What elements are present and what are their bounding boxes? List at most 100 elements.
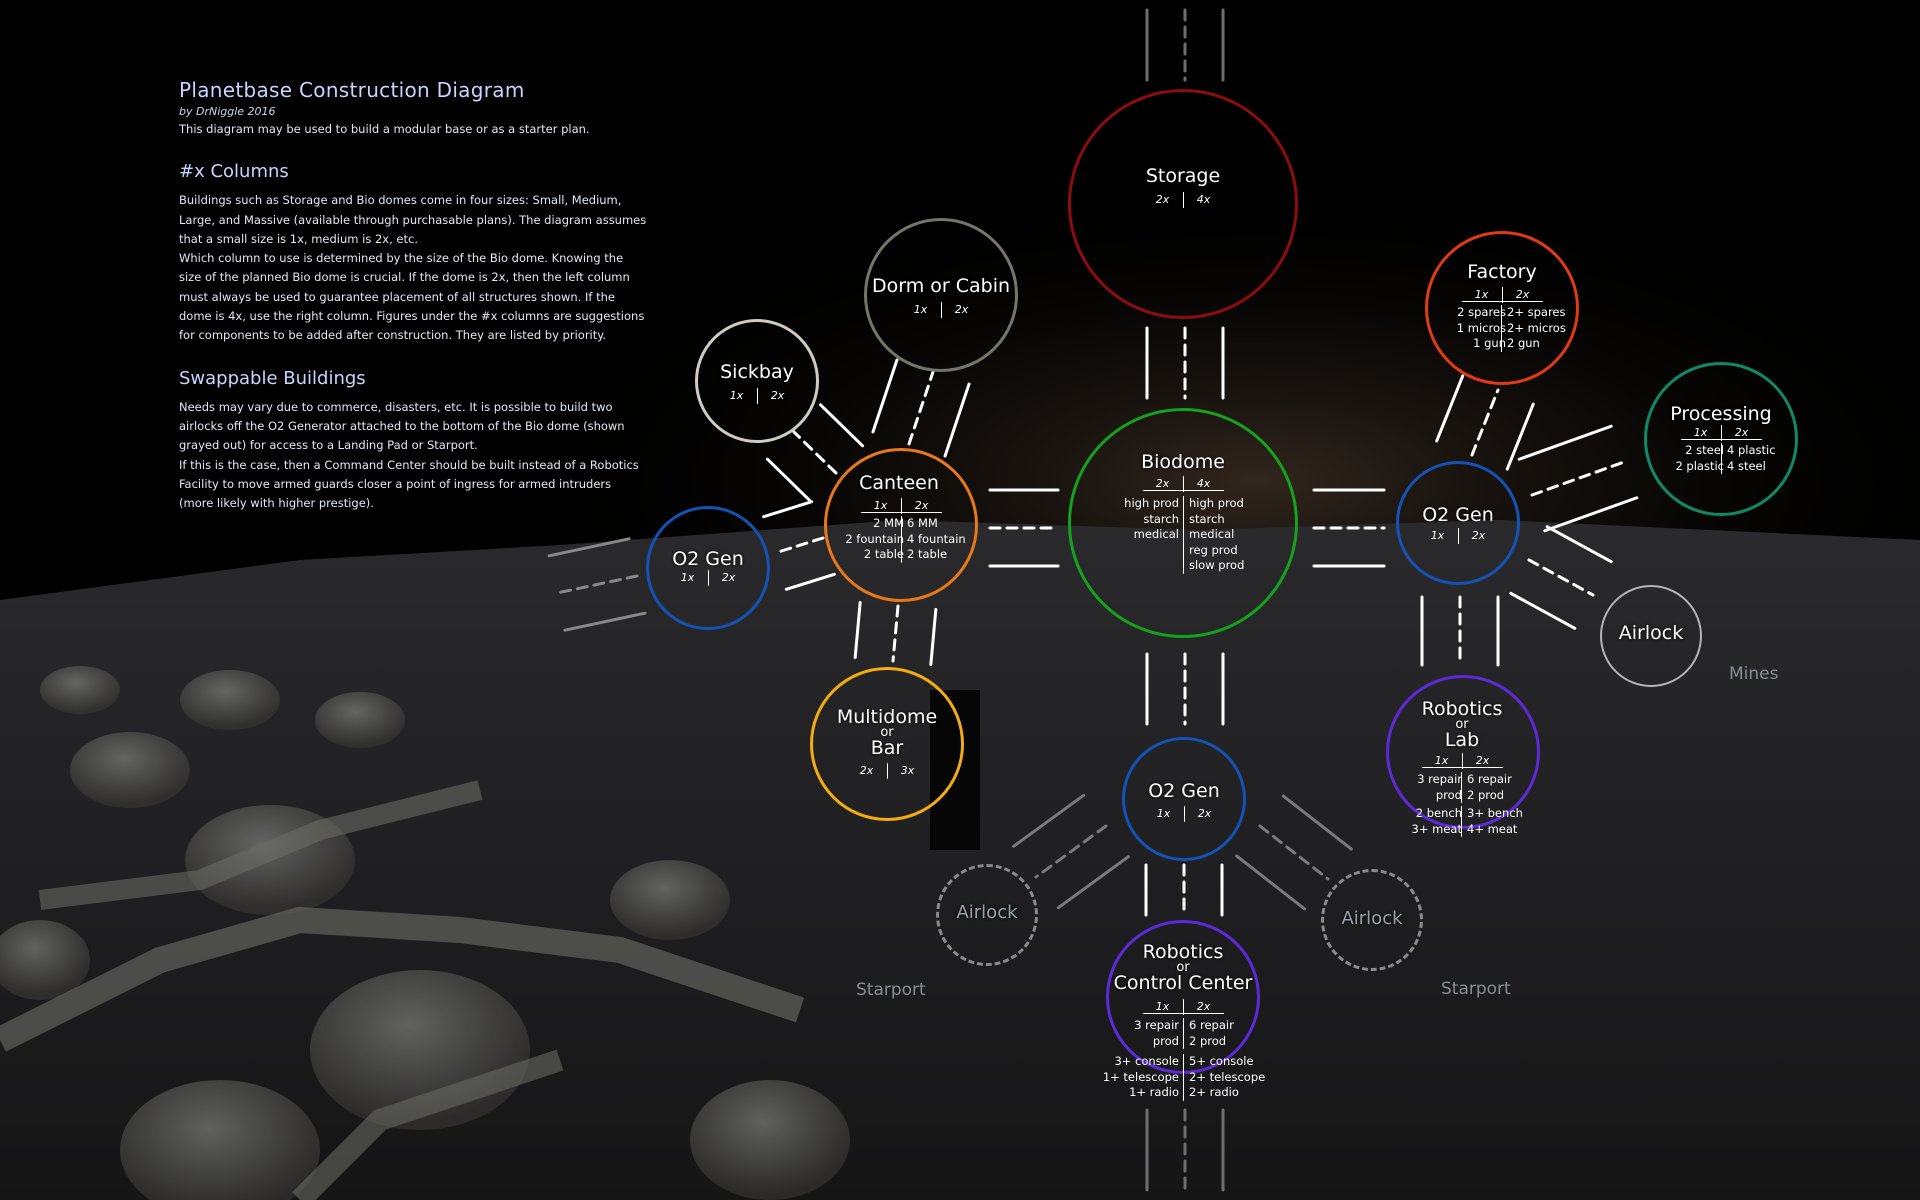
connector-biodome-o2-right (1312, 488, 1386, 568)
connector-rail (929, 607, 938, 666)
connector-dash (773, 536, 825, 555)
robotics-lab-1x-column: 3 repair prod (1417, 772, 1462, 802)
factory-2x-column: 2+ spares 2+ micros 2 gun (1501, 305, 1566, 352)
multidome-bar-node (810, 667, 964, 821)
canteen-node (824, 448, 978, 602)
multidome-bar-title: Multidome or Bar (836, 706, 938, 759)
base-domes (0, 666, 850, 1200)
airlock-bottom-right-title: Airlock (1341, 908, 1403, 929)
o2-gen-bottom-node (1122, 737, 1246, 861)
connector-o2-right-airlock (1509, 525, 1613, 630)
connector-rail (819, 403, 865, 448)
connector-o2-bottom-airlock-left (1012, 793, 1130, 910)
canteen-title: Canteen (859, 472, 939, 494)
o2-gen-right-node (1396, 461, 1520, 585)
connector-rail (1235, 854, 1307, 911)
connector-rail (1543, 496, 1639, 533)
robotics-control-center-1x-extras: 3+ console 1+ telescope 1+ radio (1102, 1054, 1179, 1099)
o2-gen-right-title: O2 Gen (1422, 504, 1494, 526)
columns-paragraph-2: Which column to use is determined by the… (179, 251, 645, 343)
connector-o2-left-outside (547, 537, 647, 632)
connector-o2-right-factory (1435, 374, 1535, 471)
robotics-control-center-2x-extras: 5+ console 2+ telescope 2+ radio (1183, 1054, 1265, 1101)
airlock-bottom-left-node (936, 864, 1038, 966)
byline: by DrNiggle 2016 (179, 105, 276, 118)
robotics-lab-2x-extras: 3+ bench 4+ meat (1461, 806, 1523, 837)
robotics-lab-node (1386, 675, 1540, 829)
o2-gen-left-node (646, 506, 770, 630)
mines-label: Mines (1729, 664, 1779, 684)
robotics-lab-2x-column: 6 repair 2 prod (1461, 772, 1512, 803)
columns-paragraph-1: Buildings such as Storage and Bio domes … (179, 193, 647, 246)
biodome-title: Biodome (1141, 451, 1225, 473)
summary-text: This diagram may be used to build a modu… (179, 122, 590, 136)
columns-heading: #x Columns (179, 161, 289, 183)
intro-panel: Planetbase Construction Diagram by DrNig… (179, 78, 649, 513)
o2-gen-left-title: O2 Gen (672, 548, 744, 570)
connector-canteen-biodome (988, 488, 1060, 568)
swappable-section: Swappable Buildings Needs may vary due t… (179, 368, 649, 514)
swappable-paragraph-2: If this is the case, then a Command Cent… (179, 457, 639, 511)
connector-rail (1517, 424, 1613, 461)
connector-dash (792, 430, 838, 475)
connector-rail (1281, 794, 1353, 851)
connector-rail (1435, 374, 1465, 443)
biodome-node (1068, 408, 1298, 638)
connector-storage-top (1145, 8, 1225, 82)
canteen-components: 2 MM 2 fountain 2 table 6 MM 4 fountain … (840, 516, 970, 566)
biodome-2x-column: high prod starch medical (1124, 496, 1179, 541)
connector-o2-bottom-robotics (1144, 863, 1224, 917)
connector-dash (907, 370, 935, 446)
factory-1x-column: 2 spares 1 micros 1 gun (1456, 305, 1506, 350)
connector-rail (1505, 402, 1535, 471)
connector-storage-biodome (1145, 326, 1225, 400)
connector-rail (1545, 525, 1613, 564)
biodome-components: high prod starch medical high prod starc… (1113, 496, 1263, 576)
page-title: Planetbase Construction Diagram (179, 78, 525, 102)
airlock-right-title: Airlock (1618, 622, 1684, 644)
connector-rail (1012, 793, 1086, 848)
robotics-lab-1x-extras: 2 bench 3+ meat (1411, 806, 1462, 836)
robotics-control-center-title: Robotics or Control Center (1113, 941, 1253, 994)
connector-canteen-multidome (853, 601, 938, 666)
connector-o2-bottom-airlock-right (1235, 794, 1353, 911)
connector-dash (891, 604, 900, 663)
processing-2x-column: 4 plastic 4 steel (1721, 443, 1776, 474)
canteen-4x-column: 6 MM 4 fountain 2 table (901, 516, 966, 563)
robotics-lab-components: 3 repair prod 6 repair 2 prod 2 bench 3+… (1400, 772, 1540, 844)
sickbay-title: Sickbay (720, 361, 794, 383)
starport-right-label: Starport (1441, 979, 1511, 999)
connector-rail (784, 572, 836, 591)
robotics-control-center-1x-column: 3 repair prod (1134, 1018, 1179, 1048)
connector-rail (762, 500, 814, 519)
connector-rail (1056, 855, 1130, 910)
robotics-lab-title: Robotics or Lab (1421, 698, 1503, 751)
connector-biodome-o2-bottom (1145, 652, 1225, 726)
connector-rail (871, 358, 899, 434)
connector-o2-right-robotics (1420, 595, 1500, 667)
factory-node (1425, 231, 1579, 385)
factory-title: Factory (1467, 261, 1537, 283)
connector-dash (1258, 824, 1330, 881)
processing-title: Processing (1670, 403, 1772, 425)
storage-title: Storage (1145, 165, 1221, 187)
connector-rail (943, 382, 971, 458)
connector-canteen-o2-left (762, 500, 836, 591)
connector-dash (555, 574, 639, 595)
airlock-bottom-right-node (1321, 869, 1423, 971)
connector-dash (1530, 460, 1626, 497)
factory-components: 2 spares 1 micros 1 gun 2+ spares 2+ mic… (1440, 305, 1570, 355)
starport-left-label: Starport (856, 980, 926, 1000)
airlock-right-node (1600, 585, 1702, 687)
